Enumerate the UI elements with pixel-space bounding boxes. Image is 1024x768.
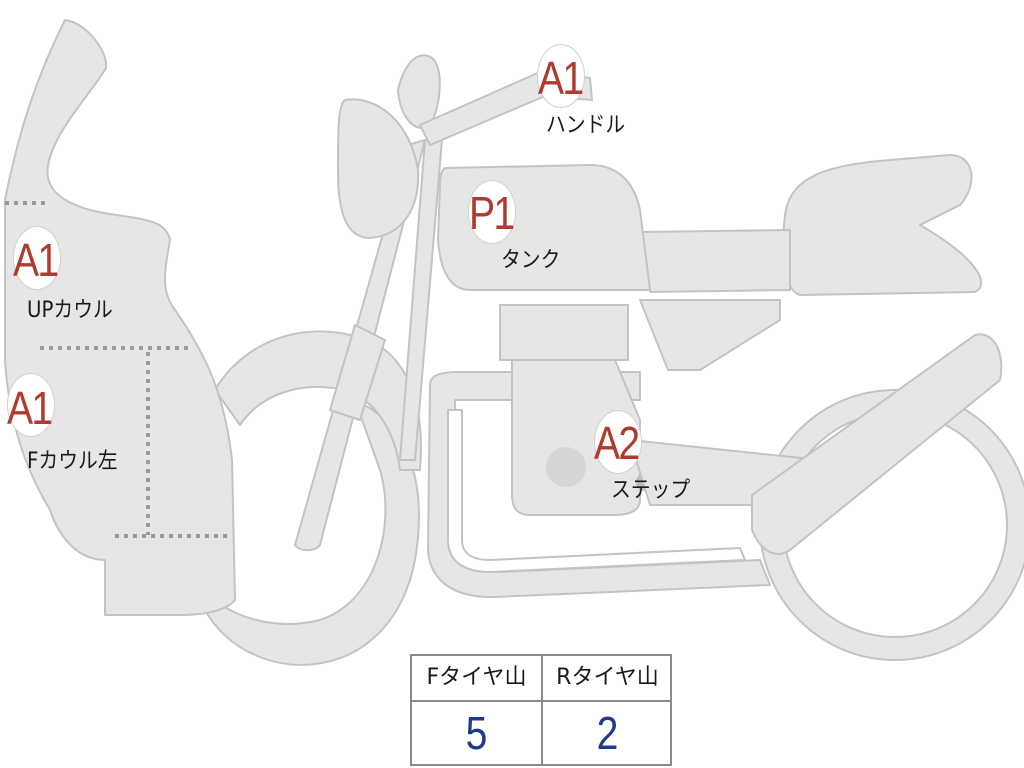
- step-label: ステップ: [611, 478, 691, 503]
- tank-grade: P1: [469, 187, 515, 239]
- f-cowl-left-label: Fカウル左: [27, 449, 118, 474]
- rear-frame: [639, 299, 781, 371]
- headlight: [337, 98, 420, 239]
- up-cowl-label: UPカウル: [27, 298, 113, 323]
- front-tire-header: Fタイヤ山: [426, 665, 527, 690]
- front-tire-value: 5: [465, 707, 488, 759]
- table-divider-vertical: [541, 656, 543, 764]
- handle-grade-badge: [537, 44, 585, 108]
- rear-tire-header: Rタイヤ山: [556, 665, 659, 690]
- step-grade: A2: [594, 417, 640, 469]
- mirror: [397, 54, 441, 130]
- rear-cowl: [751, 333, 1003, 555]
- tank-label: タンク: [501, 248, 561, 273]
- step-grade-badge: [594, 410, 642, 474]
- tank-grade-badge: [468, 180, 516, 244]
- f-cowl-left-grade-badge: [7, 373, 55, 437]
- f-cowl-left-grade: A1: [7, 382, 53, 434]
- seat: [782, 154, 983, 296]
- up-cowl-grade: A1: [13, 234, 59, 286]
- rear-tire-value: 2: [596, 707, 619, 759]
- handle-grade: A1: [538, 52, 584, 104]
- engine: [499, 304, 699, 516]
- up-cowl-grade-badge: [13, 226, 61, 290]
- handle-label: ハンドル: [546, 113, 626, 138]
- tire-tread-table: Fタイヤ山 Rタイヤ山 5 2: [410, 654, 672, 766]
- panel-boundaries: [5, 201, 232, 538]
